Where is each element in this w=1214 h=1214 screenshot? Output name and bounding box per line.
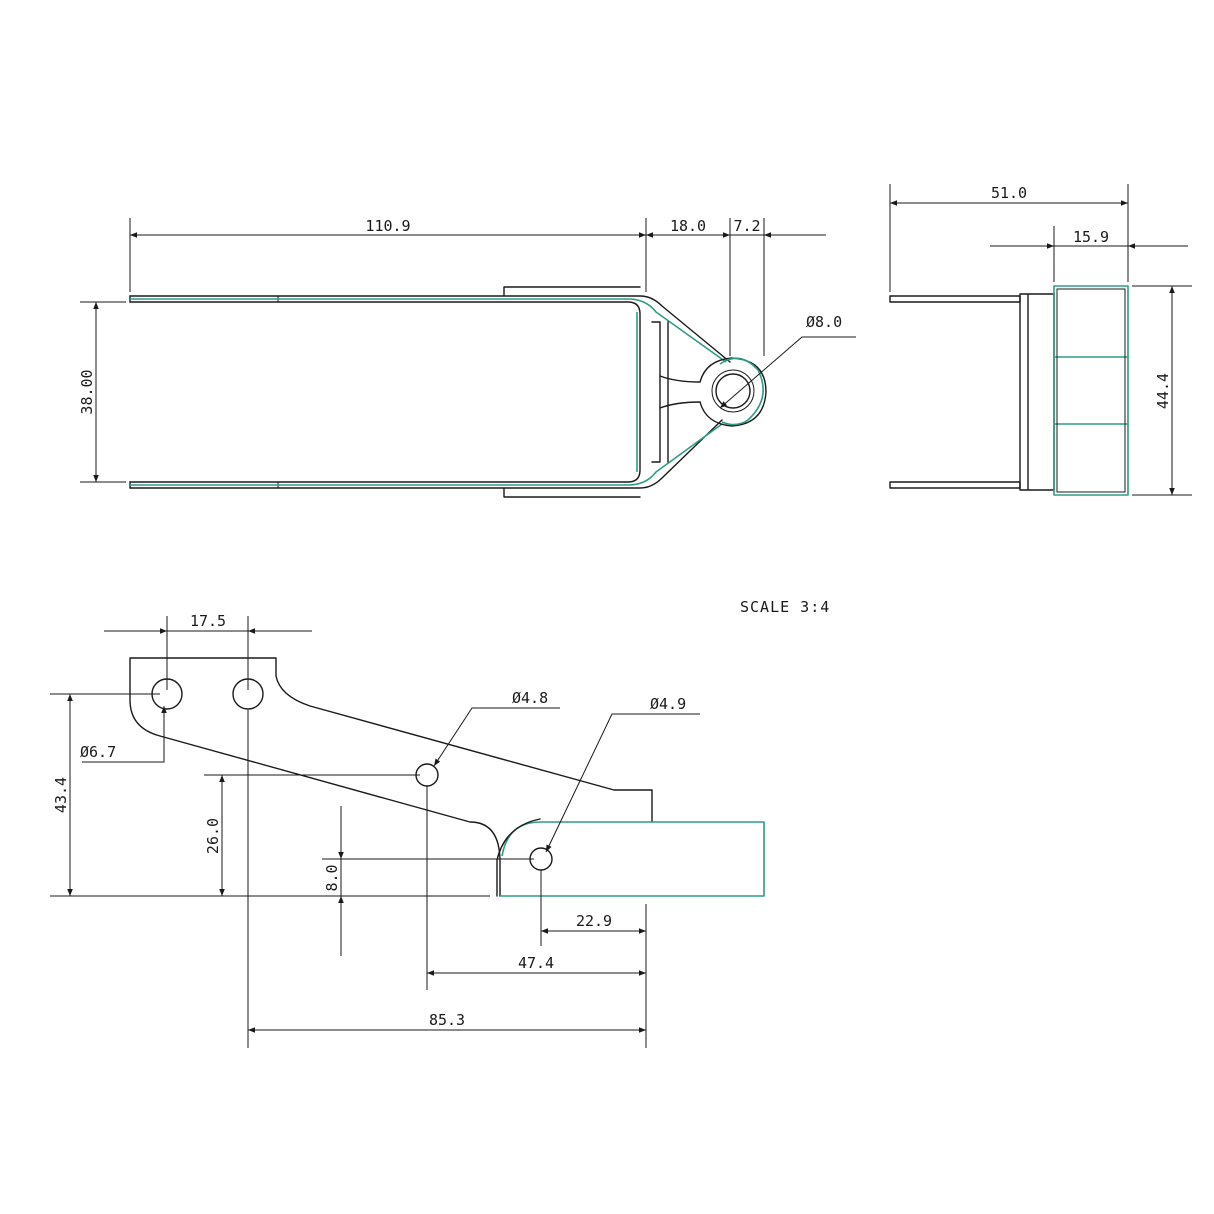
dim-text-hole-dia-mid: Ø4.8 [512,689,548,707]
dim-text-offset-b: 7.2 [733,217,760,235]
leader-hole-dia [719,336,856,409]
dim-text-side-width: 51.0 [991,184,1027,202]
top-body-outline [129,295,731,489]
dim-text-overall-height: 43.4 [52,777,70,813]
scale-note: SCALE 3:4 [740,598,830,616]
leader-hole-dia-mid [433,707,560,767]
top-ribs [659,321,701,463]
top-hinge-eye [699,357,767,427]
top-view: 110.9 18.0 7.2 38.00 Ø8.0 [78,217,856,498]
top-pivot-hole [715,373,751,409]
dim-text-hole-dia: Ø8.0 [806,313,842,331]
dim-text-length: 110.9 [365,217,410,235]
side-height-extension-lines [1132,285,1192,496]
dim-text-hole-dia-small: Ø4.9 [650,695,686,713]
dim-text-side-thickness: 15.9 [1073,228,1109,246]
side-block [1053,285,1129,496]
dim-text-lower-height: 8.0 [323,864,341,891]
leader-hole-dia-small [545,713,700,853]
top-inner-plate [503,286,641,498]
front-hook-block [500,821,765,897]
dim-text-pivot-height: 26.0 [204,818,222,854]
front-height-extension-lines [50,693,490,897]
top-extension-lines [129,218,765,356]
dim-text-dist-c: 85.3 [429,1011,465,1029]
side-view: 51.0 15.9 44.4 [889,184,1192,496]
side-block-inner [1056,288,1126,493]
dim-text-width: 38.00 [78,369,96,414]
front-lever-outline [129,657,653,897]
dim-text-dist-b: 47.4 [518,954,554,972]
front-hook-inner [496,818,541,897]
dim-text-offset-a: 18.0 [670,217,706,235]
top-edge-highlight-lower [130,423,723,486]
dim-text-dist-a: 22.9 [576,912,612,930]
side-spacer [1019,293,1055,491]
front-view: 17.5 Ø6.7 Ø4.8 Ø4.9 43.4 26.0 8.0 22.9 4… [50,612,765,1048]
leader-hole-dia-large [82,706,167,763]
side-block-divisions [1054,356,1128,425]
top-width-extension-lines [80,301,126,483]
top-edge-highlight-upper [130,298,727,363]
top-bracket [651,321,661,463]
dim-text-side-height: 44.4 [1154,373,1172,409]
top-pivot-hole-outer [711,369,755,413]
front-vertical-extension-lines [247,710,647,1048]
dim-text-hole-spacing: 17.5 [190,612,226,630]
dim-text-hole-dia-large: Ø6.7 [80,743,116,761]
side-arms [889,295,1021,489]
top-hinge-eye-highlight [719,357,764,426]
